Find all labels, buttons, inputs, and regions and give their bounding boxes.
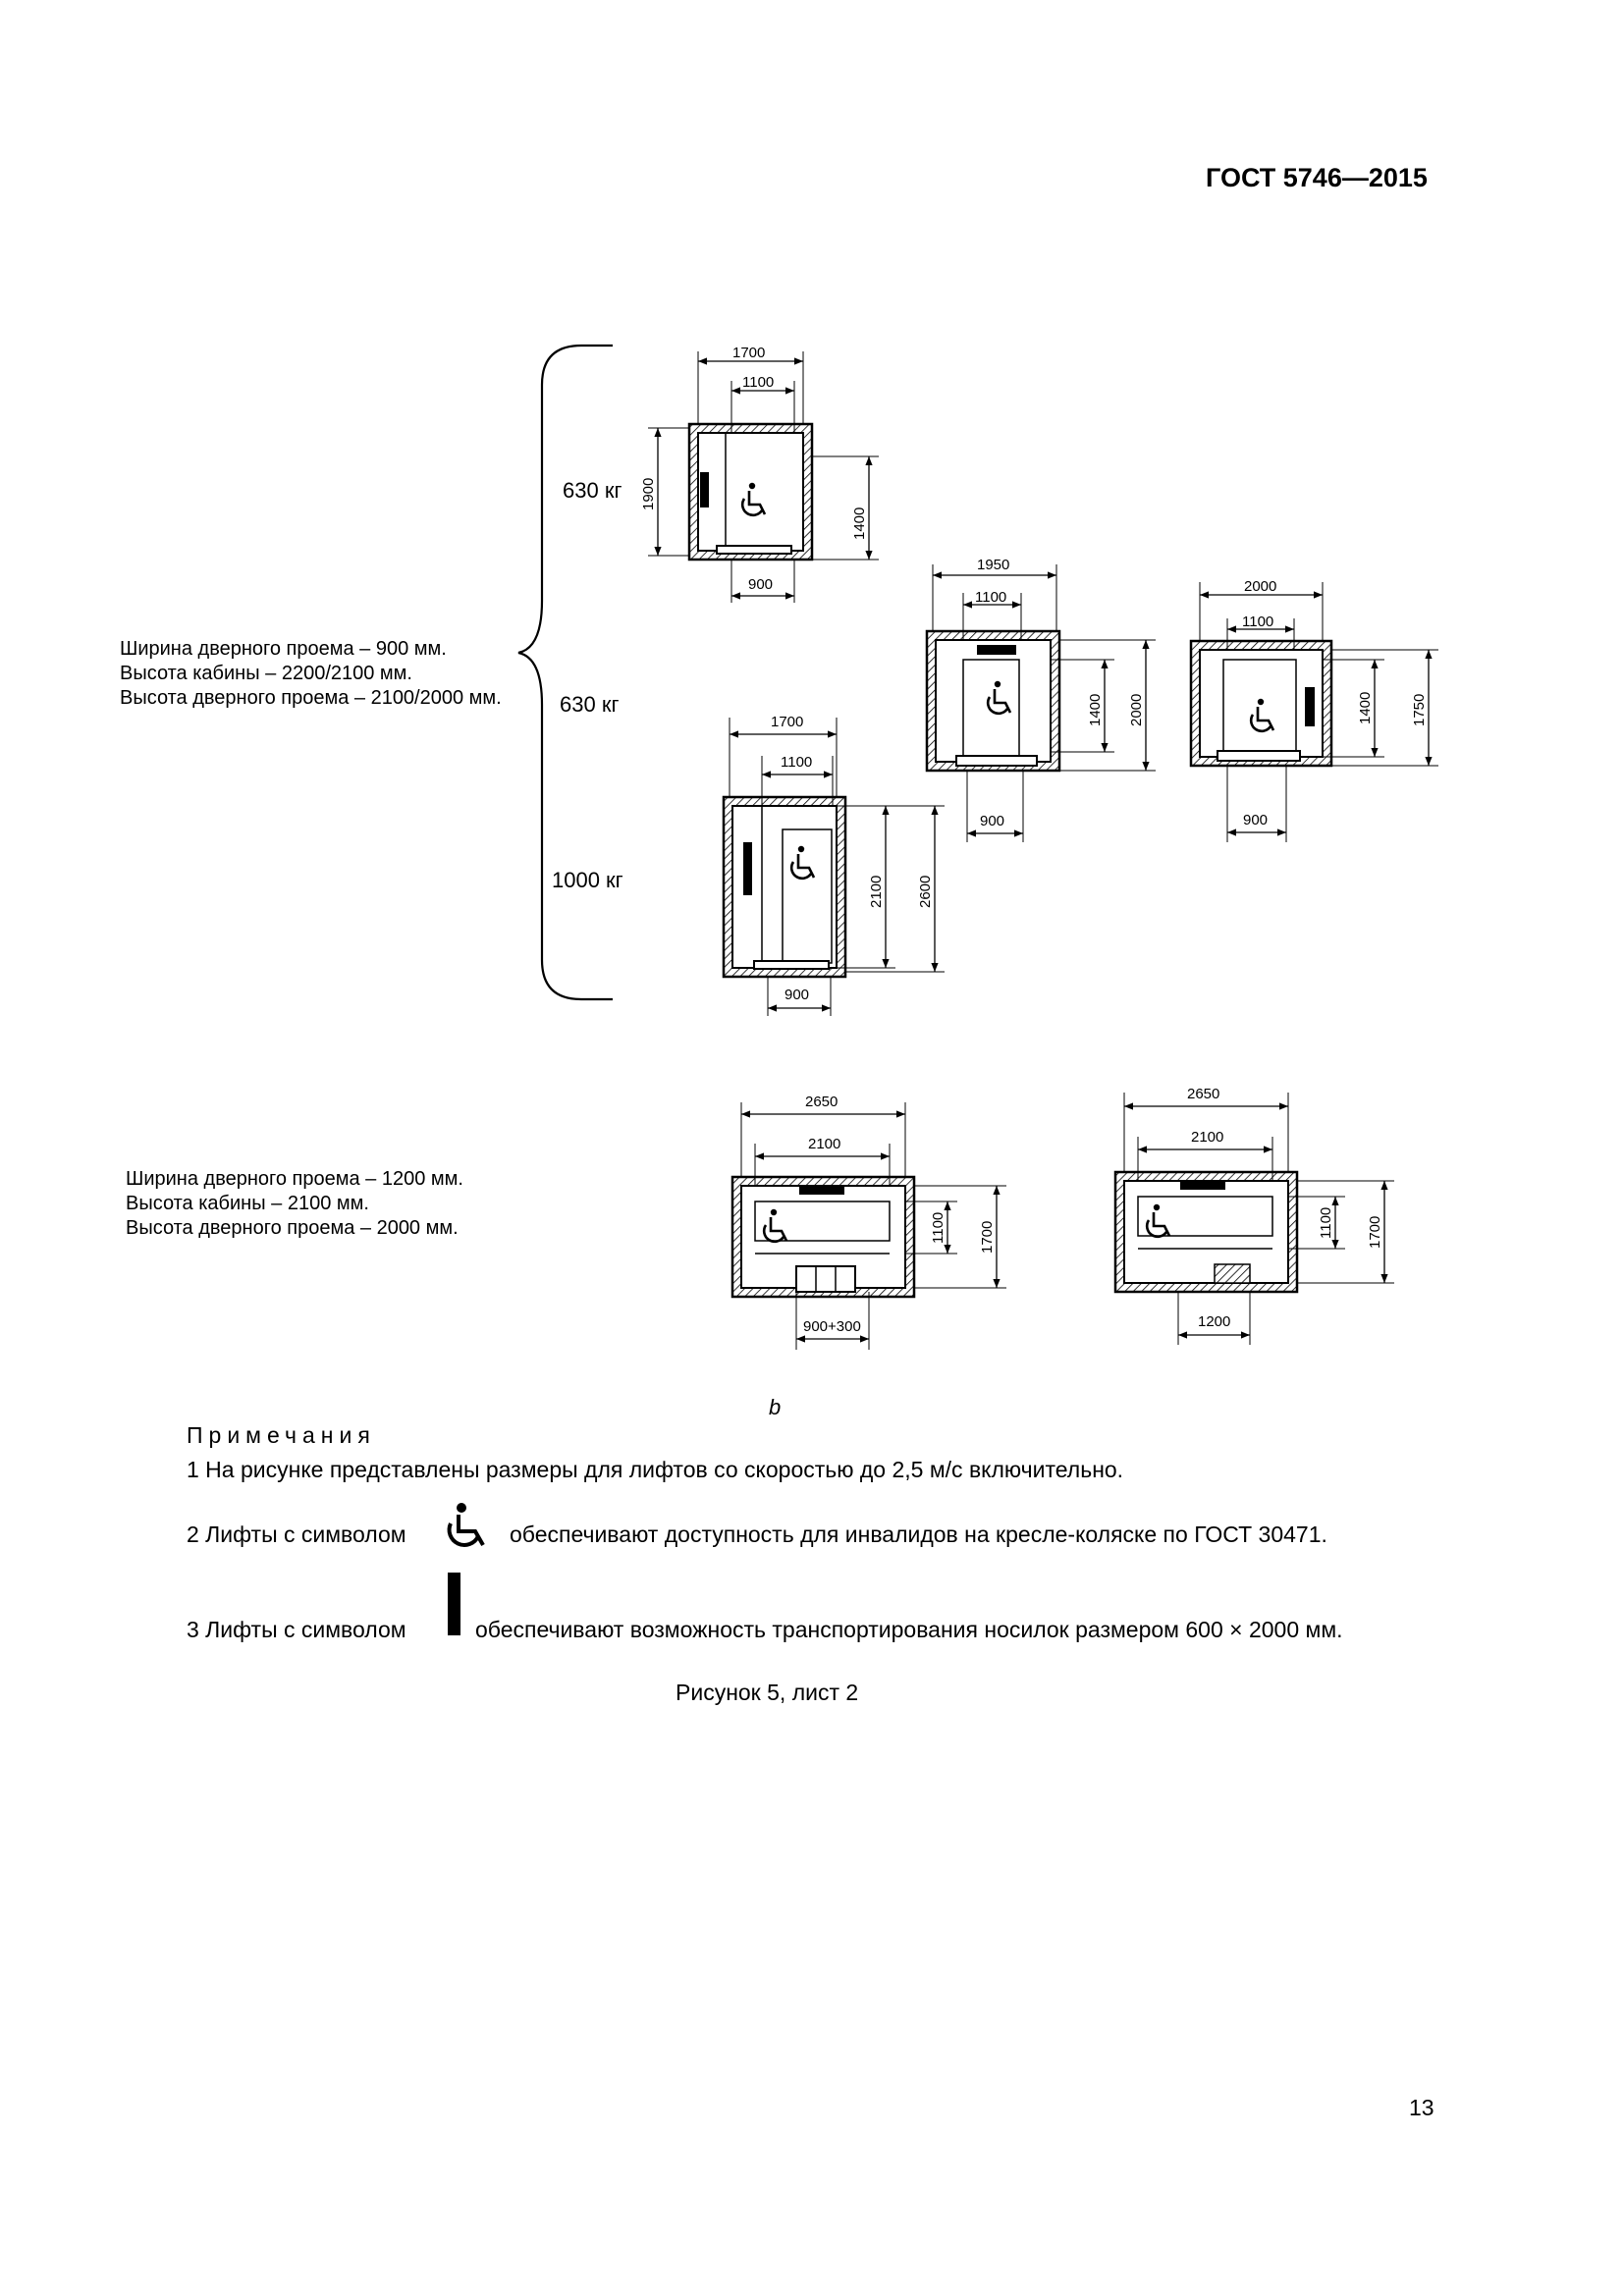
spec-line: Ширина дверного проема – 900 мм. (120, 638, 447, 660)
notes-title: Примечания (187, 1422, 376, 1448)
dim-e-h-inner: 1100 (930, 1212, 947, 1244)
dim-a-h-inner: 1400 (851, 507, 868, 540)
dim-f-w-inner: 2100 (1191, 1129, 1223, 1146)
lift-a (648, 351, 879, 603)
dim-a-w-inner: 1100 (742, 374, 774, 391)
lift-e (730, 1102, 1006, 1350)
spec-line: Высота кабины – 2200/2100 мм. (120, 663, 412, 684)
lift-drawings: 1700 1100 1900 1400 900 1950 1100 1400 2… (517, 344, 1438, 1350)
dim-d-w-inner: 1100 (781, 754, 812, 771)
page-number: 13 (1409, 2095, 1434, 2120)
document-header: ГОСТ 5746—2015 (1206, 163, 1428, 192)
dim-c-w-outer: 2000 (1244, 578, 1276, 595)
dim-a-h-outer: 1900 (640, 478, 657, 510)
dim-b-door: 900 (980, 813, 1004, 829)
figure-letter: b (769, 1395, 782, 1419)
dim-e-door: 900+300 (803, 1318, 861, 1335)
dim-d-h-outer: 2600 (917, 876, 934, 908)
dim-e-w-inner: 2100 (808, 1136, 840, 1152)
wheelchair-icon (447, 1503, 485, 1547)
dim-d-h-inner: 2100 (868, 876, 885, 908)
group2-spec: Ширина дверного проема – 1200 мм. Высота… (126, 1167, 463, 1241)
dim-a-door: 900 (748, 576, 773, 593)
dim-c-h-inner: 1400 (1357, 692, 1374, 724)
group1-spec: Ширина дверного проема – 900 мм. Высота … (120, 637, 502, 711)
dim-f-door: 1200 (1198, 1313, 1230, 1330)
dim-d-w-outer: 1700 (771, 714, 803, 730)
dim-c-door: 900 (1243, 812, 1268, 828)
dim-b-h-inner: 1400 (1087, 694, 1104, 726)
dim-a-w-outer: 1700 (732, 345, 765, 361)
spec-line: Высота кабины – 2100 мм. (126, 1193, 369, 1214)
dim-e-h-outer: 1700 (979, 1221, 996, 1254)
dim-b-h-outer: 2000 (1128, 694, 1145, 726)
note-3-prefix: 3 Лифты с символом (187, 1617, 406, 1642)
spec-line: Ширина дверного проема – 1200 мм. (126, 1168, 463, 1190)
dim-e-w-outer: 2650 (805, 1094, 838, 1110)
note-2-suffix: обеспечивают доступность для инвалидов н… (510, 1522, 1327, 1547)
dim-c-h-outer: 1750 (1411, 694, 1428, 726)
dim-b-w-outer: 1950 (977, 557, 1009, 573)
note-1: 1 На рисунке представлены размеры для ли… (187, 1457, 1124, 1482)
lift-b (925, 564, 1156, 842)
dim-c-w-inner: 1100 (1242, 614, 1273, 630)
dim-d-door: 900 (784, 987, 809, 1003)
lift-d (722, 718, 945, 1016)
load-label-630-a: 630 кг (563, 478, 622, 503)
figure-caption: Рисунок 5, лист 2 (676, 1680, 859, 1705)
spec-line: Высота дверного проема – 2100/2000 мм. (120, 687, 502, 709)
brace (517, 344, 613, 1001)
note-3-suffix: обеспечивают возможность транспортирован… (475, 1617, 1343, 1642)
load-label-1000: 1000 кг (552, 868, 623, 892)
dim-f-w-outer: 2650 (1187, 1086, 1219, 1102)
dim-f-h-outer: 1700 (1367, 1216, 1383, 1249)
note-2-prefix: 2 Лифты с символом (187, 1522, 406, 1547)
lift-c (1189, 582, 1438, 842)
lift-f (1113, 1093, 1394, 1345)
dim-b-w-inner: 1100 (975, 589, 1006, 606)
spec-line: Высота дверного проема – 2000 мм. (126, 1217, 459, 1239)
load-label-630-b: 630 кг (560, 692, 620, 717)
dim-f-h-inner: 1100 (1318, 1207, 1334, 1239)
stretcher-icon (448, 1573, 460, 1635)
